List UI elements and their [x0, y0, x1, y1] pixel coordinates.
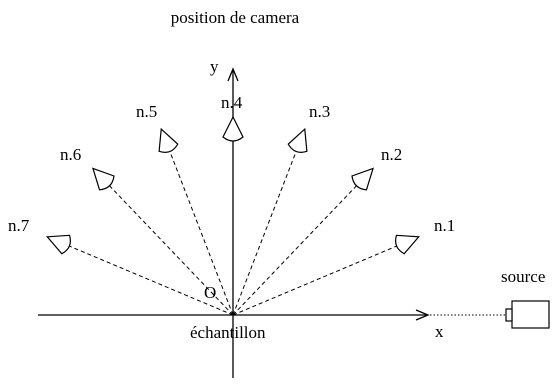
camera-ray-n2	[232, 179, 363, 316]
camera-ray-n6	[103, 179, 234, 316]
cameras	[46, 115, 420, 255]
camera-label-n1: n.1	[434, 216, 455, 235]
camera-label-n5: n.5	[136, 102, 157, 121]
camera-icon-n4	[222, 115, 244, 142]
camera-icon-n5	[158, 127, 179, 153]
diagram-title: position de camera	[171, 8, 300, 27]
camera-icon-n7	[46, 234, 71, 255]
camera-icon-n2	[351, 167, 374, 191]
x-axis-arrow	[415, 309, 430, 321]
sample-label: échantillon	[190, 323, 266, 342]
source-label: source	[501, 267, 545, 286]
camera-label-n6: n.6	[60, 145, 81, 164]
camera-label-n3: n.3	[309, 102, 330, 121]
camera-ray-n1	[232, 242, 405, 316]
camera-ray-n3	[232, 143, 300, 316]
origin-label: O	[204, 283, 216, 302]
source-icon	[505, 300, 550, 329]
camera-ray-n5	[166, 143, 234, 316]
camera-rays	[61, 133, 405, 316]
camera-icon-n3	[287, 127, 308, 153]
x-axis-label: x	[435, 322, 444, 341]
camera-label-n7: n.7	[8, 216, 30, 235]
camera-ray-n7	[61, 242, 234, 316]
camera-icon-n1	[395, 234, 420, 255]
camera-label-n2: n.2	[381, 145, 402, 164]
camera-icon-n6	[92, 167, 115, 191]
y-axis-arrow	[227, 67, 239, 82]
y-axis-label: y	[210, 57, 219, 76]
camera-label-n4: n.4	[221, 93, 243, 112]
